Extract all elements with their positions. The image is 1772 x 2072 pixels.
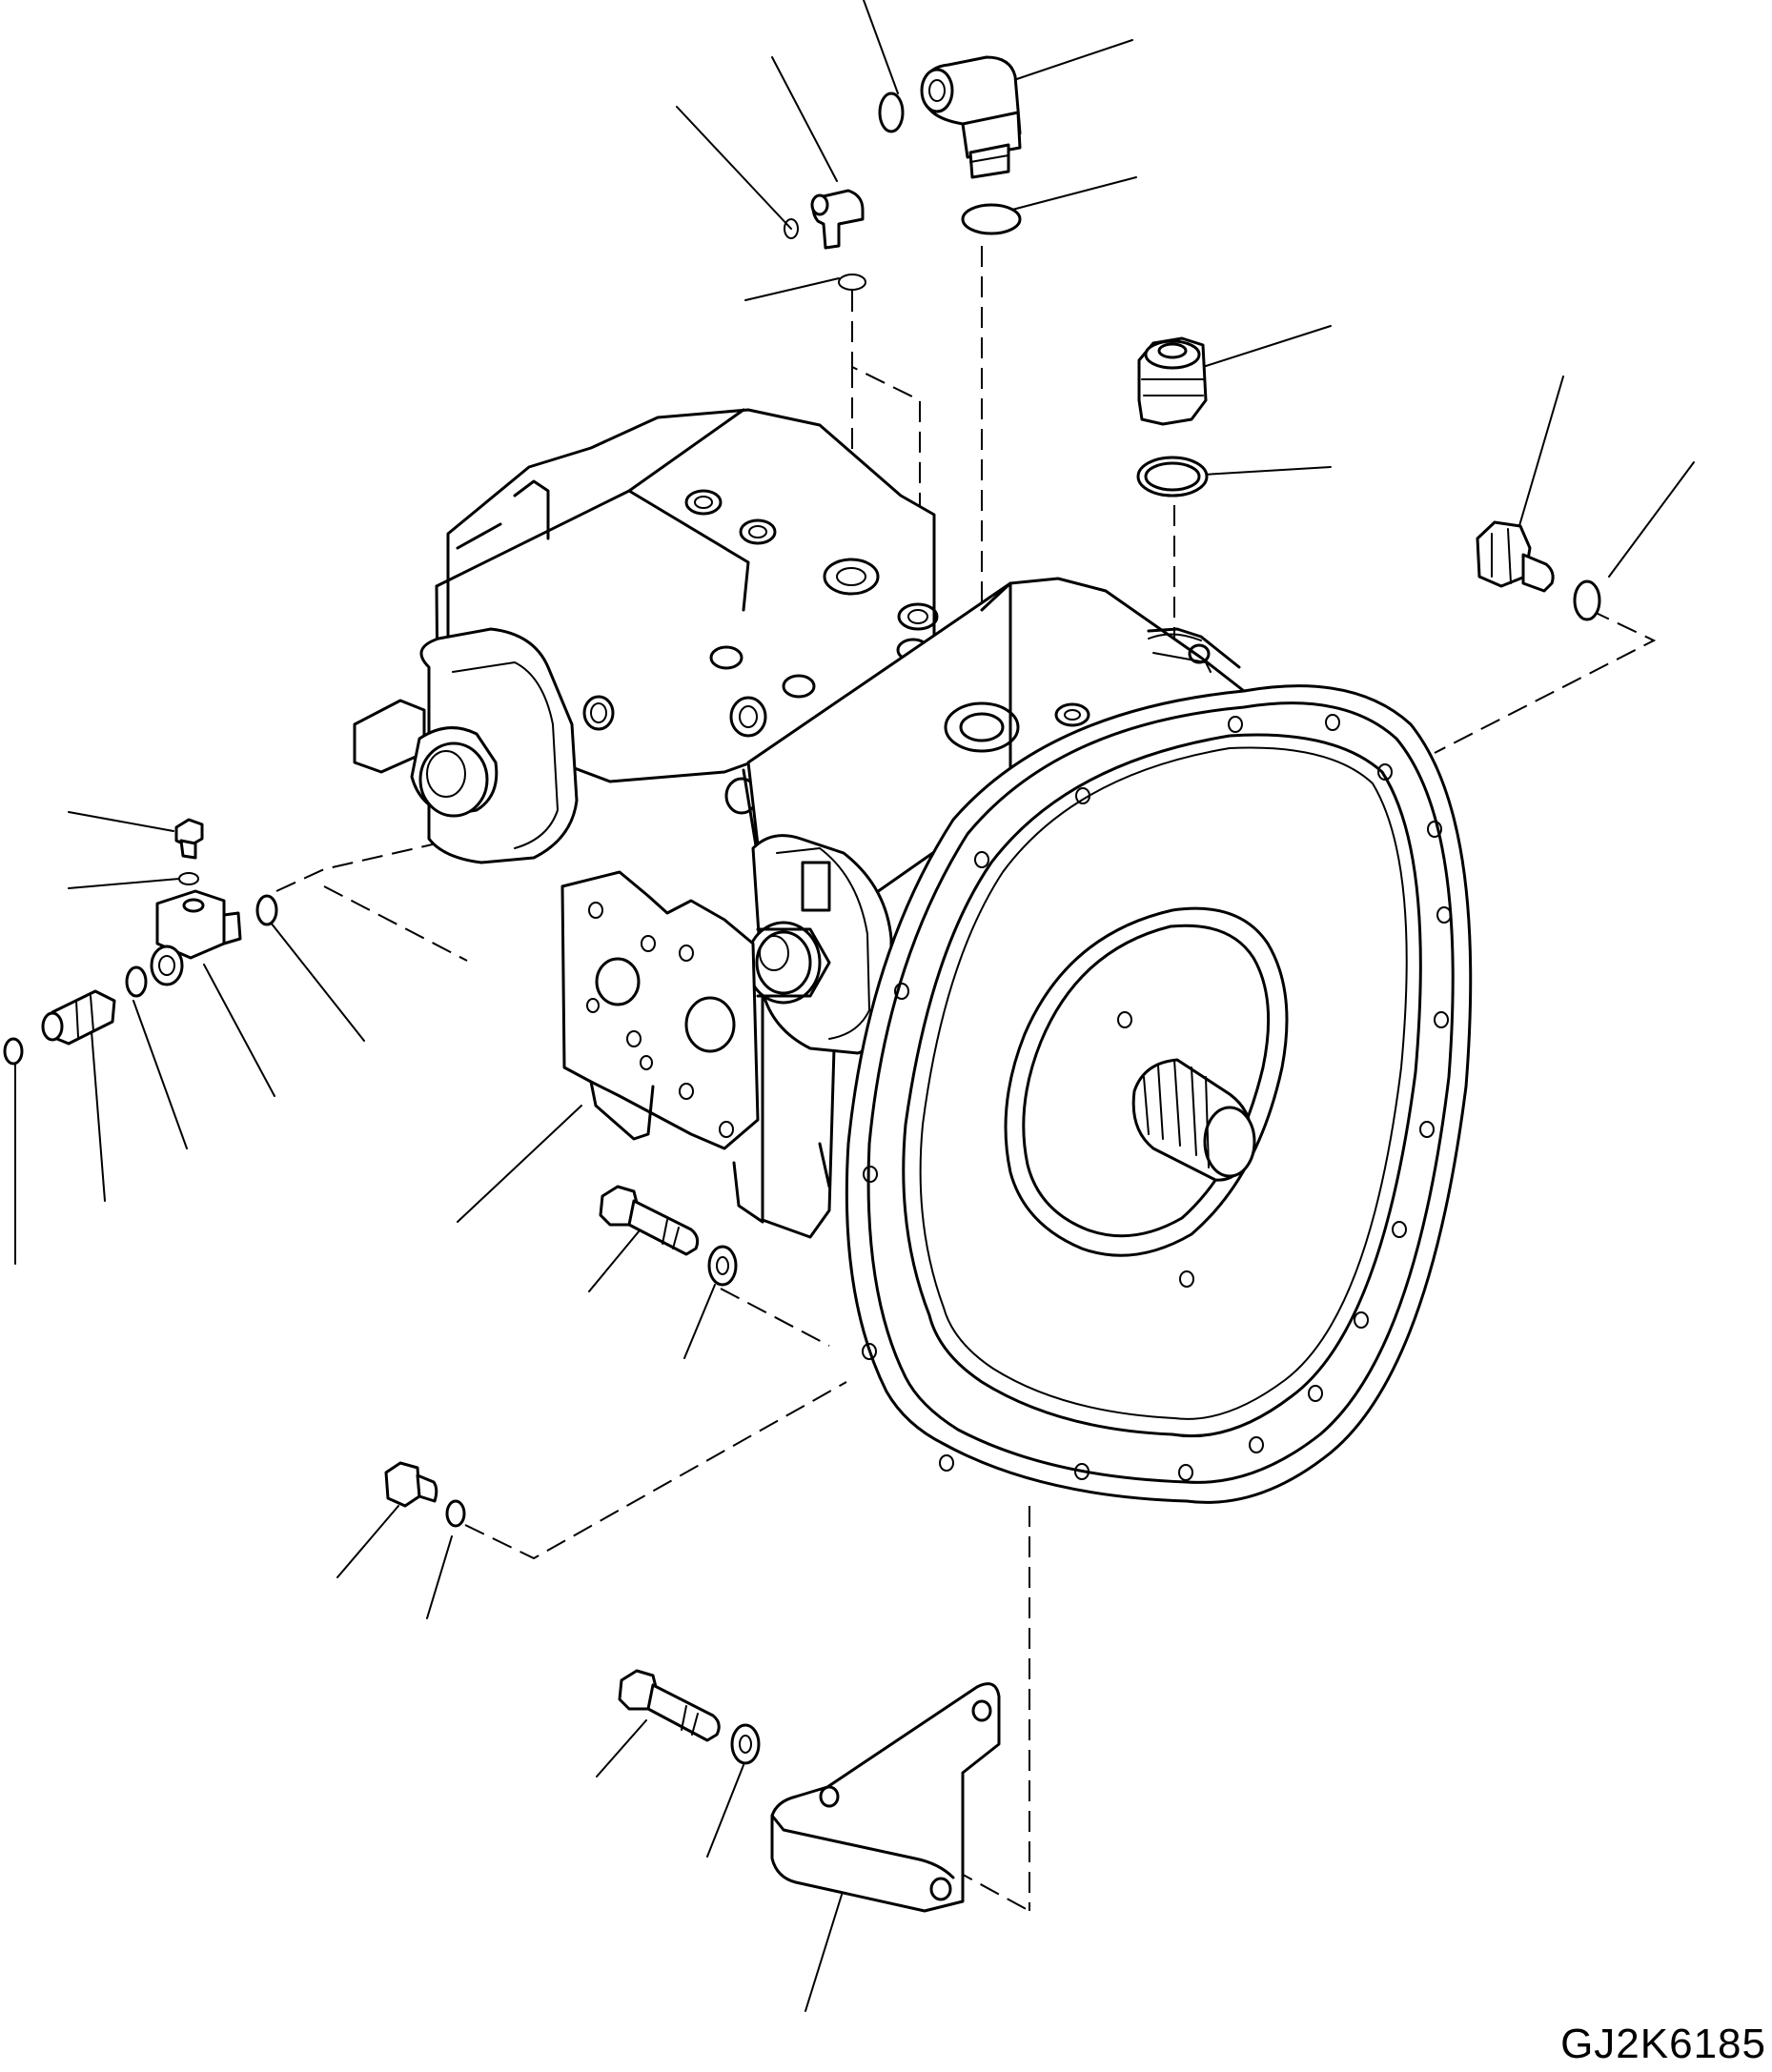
plug-fitting [1137, 336, 1208, 426]
bolt [599, 1185, 700, 1256]
mounting-flange [845, 684, 1473, 1504]
o-ring [3, 1037, 24, 1066]
flange-bolt-holes [862, 714, 1452, 1481]
washer [730, 1723, 761, 1765]
o-ring-small [784, 218, 799, 239]
drawing-code: GJ2K6185 [1560, 2021, 1766, 2067]
o-ring [1573, 579, 1601, 621]
elbow-fitting-small [810, 189, 865, 250]
o-ring-small [178, 872, 199, 885]
straight-fitting [41, 989, 116, 1046]
o-ring-small [838, 274, 866, 291]
bleed-screw [174, 818, 204, 860]
plug-right [1476, 520, 1555, 593]
plug-lower [384, 1461, 438, 1508]
washer [707, 1245, 738, 1287]
tee-block [150, 889, 242, 986]
leader-lines [14, 0, 1695, 2012]
pump-body [353, 408, 1246, 1239]
o-ring [125, 965, 148, 998]
o-ring [445, 1499, 466, 1528]
bracket [770, 1682, 1001, 1913]
o-ring [878, 91, 905, 133]
bolt [618, 1669, 721, 1742]
o-ring [961, 203, 1022, 235]
o-ring [255, 894, 278, 926]
elbow-fitting-large [920, 55, 1022, 179]
